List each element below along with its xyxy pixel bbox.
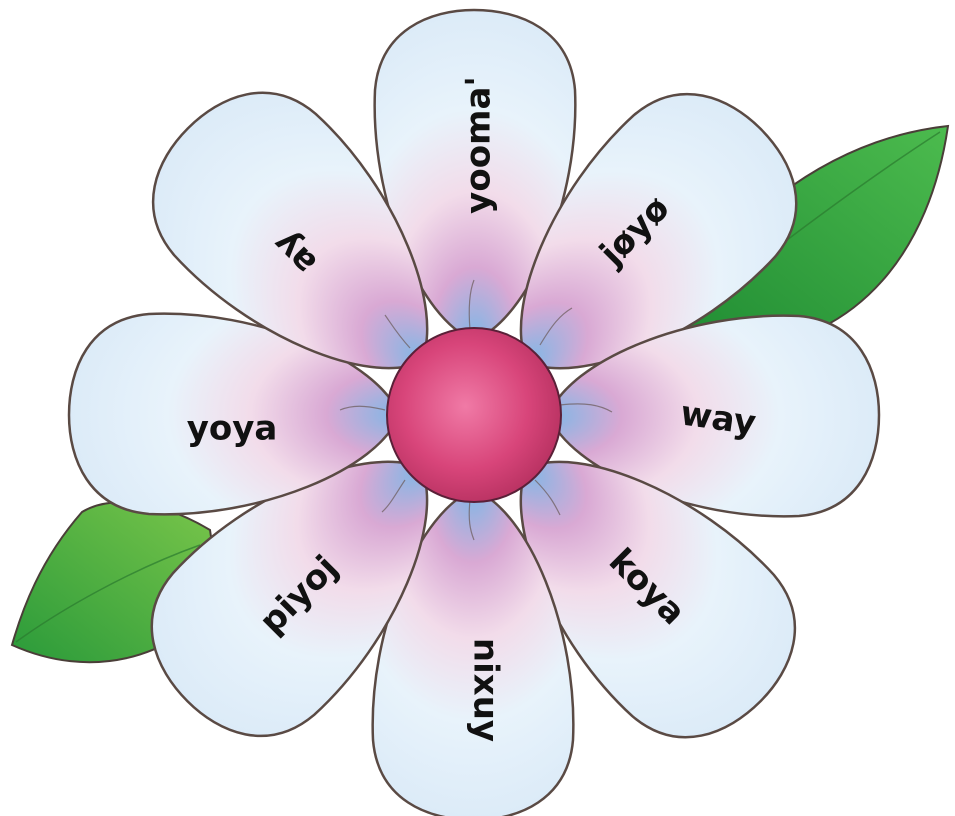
flower-center — [387, 328, 561, 502]
petal-word-top: yooma' — [459, 76, 499, 214]
petal-word-left: yoya — [187, 409, 278, 449]
petal-word-bottom: nixuy — [466, 638, 506, 742]
